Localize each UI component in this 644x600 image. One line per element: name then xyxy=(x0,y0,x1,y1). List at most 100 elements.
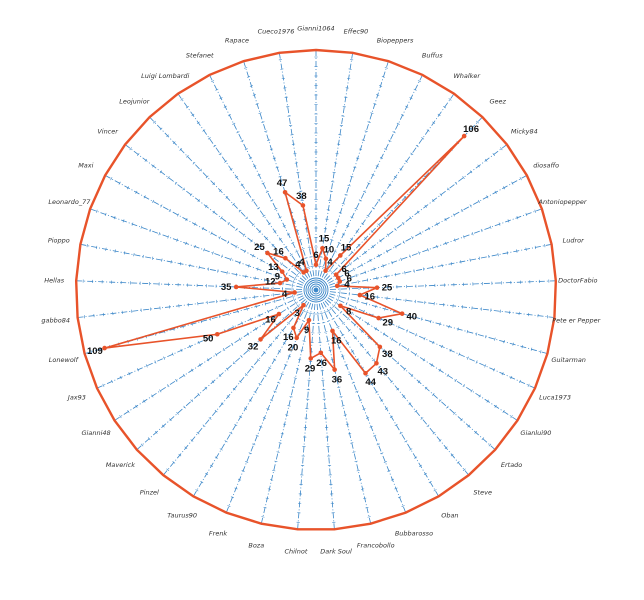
spoke-tick xyxy=(182,187,185,191)
spoke-tick xyxy=(293,314,297,318)
spoke-tick xyxy=(421,137,425,140)
spoke-tick xyxy=(137,368,139,372)
data-label: 25 xyxy=(254,242,265,253)
spoke-tick xyxy=(350,311,354,315)
center-ring xyxy=(307,281,325,299)
spoke-tick xyxy=(477,199,480,203)
spoke-tick xyxy=(337,346,341,349)
data-point xyxy=(313,262,319,268)
data-label: 43 xyxy=(378,366,389,377)
spoke-tick xyxy=(424,386,428,390)
spoke-tick xyxy=(351,350,355,353)
spoke-tick xyxy=(432,340,435,345)
spoke-line xyxy=(177,93,309,279)
spoke-tick xyxy=(384,148,388,151)
spoke-tick xyxy=(167,235,170,239)
spoke-tick xyxy=(534,209,537,213)
spoke-line xyxy=(329,243,552,288)
category-label: Cueco1976 xyxy=(258,28,295,36)
data-label: 15 xyxy=(341,243,352,254)
spoke-tick xyxy=(292,294,294,298)
spoke-tick xyxy=(478,256,481,260)
spoke-tick xyxy=(225,367,229,371)
spoke-tick xyxy=(263,351,266,354)
spoke-tick xyxy=(344,245,348,249)
spoke-tick xyxy=(358,199,362,202)
data-point xyxy=(306,317,312,323)
spoke-tick xyxy=(519,379,521,384)
spoke-tick xyxy=(409,254,411,258)
spoke-tick xyxy=(366,278,369,282)
category-label: Lonewolf xyxy=(49,356,80,364)
spoke-tick xyxy=(302,309,306,312)
spoke-tick xyxy=(207,358,210,362)
spoke-tick xyxy=(411,236,414,240)
spoke-tick xyxy=(388,183,392,187)
spoke-tick xyxy=(428,481,432,484)
spoke-line xyxy=(321,74,423,278)
data-label: 4 xyxy=(299,257,305,268)
spoke-tick xyxy=(336,325,340,329)
spoke-tick xyxy=(369,425,373,428)
category-label: Gianni1064 xyxy=(297,25,334,33)
spoke-line xyxy=(320,302,407,513)
spoke-tick xyxy=(333,230,337,232)
spoke-tick xyxy=(493,368,495,372)
spoke-tick xyxy=(358,148,363,151)
spoke-tick xyxy=(334,377,339,379)
data-point xyxy=(333,272,339,277)
spoke-tick xyxy=(249,317,252,321)
spoke-tick xyxy=(364,130,368,133)
spoke-tick xyxy=(105,247,107,251)
category-label: Francobollo xyxy=(357,542,395,550)
spoke-tick xyxy=(403,367,407,371)
data-label: 47 xyxy=(277,178,288,189)
spoke-tick xyxy=(287,355,291,358)
data-label: 10 xyxy=(324,244,335,255)
spoke-tick xyxy=(118,181,121,185)
spoke-tick xyxy=(454,181,458,185)
spoke-tick xyxy=(246,76,251,78)
spoke-tick xyxy=(432,121,436,124)
spoke-tick xyxy=(457,327,459,331)
spoke-tick xyxy=(450,453,454,457)
spoke-tick xyxy=(382,264,385,268)
spoke-tick xyxy=(212,182,216,186)
spoke-tick xyxy=(206,337,209,341)
spoke-tick xyxy=(288,268,291,272)
spoke-tick xyxy=(251,199,255,202)
spoke-line xyxy=(243,61,313,277)
spoke-tick xyxy=(222,348,226,352)
data-point xyxy=(376,315,381,321)
spoke-tick xyxy=(168,208,171,213)
spoke-tick xyxy=(220,402,224,406)
spoke-tick xyxy=(272,469,276,472)
spoke-tick xyxy=(254,276,256,280)
category-label: Maverick xyxy=(106,461,135,469)
spoke-tick xyxy=(372,207,376,210)
spoke-tick xyxy=(419,231,422,235)
spoke-tick xyxy=(234,487,238,490)
spoke-tick xyxy=(420,417,424,420)
spoke-tick xyxy=(373,434,377,437)
data-label: 6 xyxy=(313,250,318,261)
spoke-tick xyxy=(335,314,339,318)
spoke-tick xyxy=(190,399,193,403)
spoke-tick xyxy=(298,239,302,241)
data-label: 16 xyxy=(283,332,294,343)
spoke-line xyxy=(329,208,543,286)
data-label: 38 xyxy=(296,191,307,202)
spoke-tick xyxy=(525,212,528,217)
spoke-tick xyxy=(211,80,215,83)
spoke-tick xyxy=(291,241,295,244)
category-label: Hellas xyxy=(44,276,64,284)
spoke-tick xyxy=(356,469,360,472)
spoke-tick xyxy=(426,424,430,428)
spoke-tick xyxy=(449,348,452,352)
spoke-tick xyxy=(224,160,228,163)
spoke-tick xyxy=(224,440,228,443)
spoke-tick xyxy=(477,164,480,168)
spoke-tick xyxy=(396,361,400,365)
spoke-tick xyxy=(402,395,406,398)
spoke-tick xyxy=(207,137,211,140)
